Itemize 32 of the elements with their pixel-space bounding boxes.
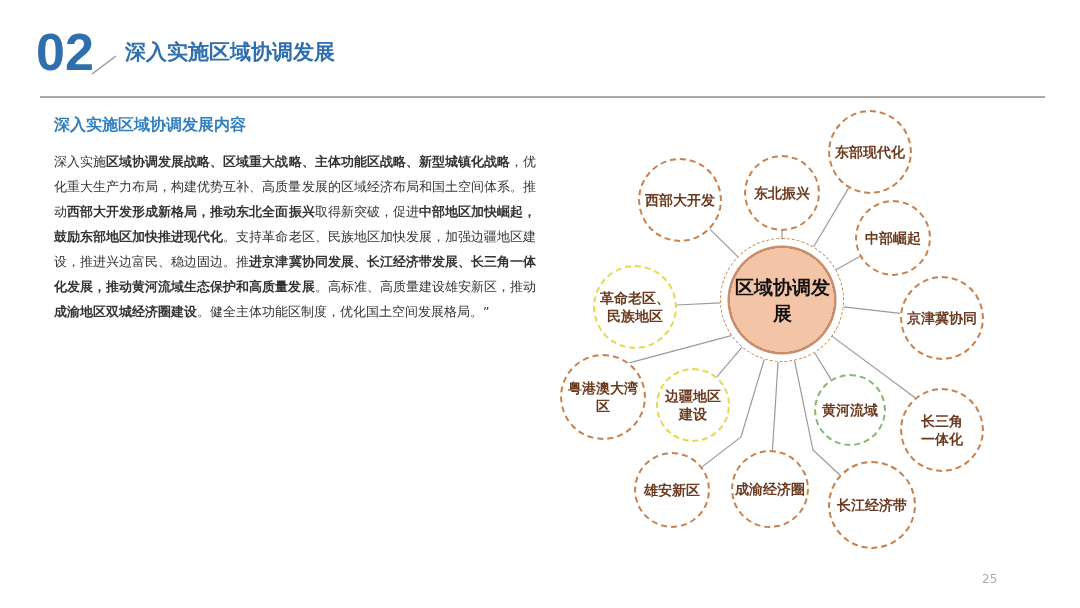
- connector-line: [709, 228, 739, 258]
- topic-label: 西部大开发: [644, 191, 716, 209]
- connector-line: [843, 306, 901, 314]
- topic-label: 成渝经济圈: [734, 480, 806, 498]
- topic-label: 中部崛起: [864, 229, 922, 247]
- topic-label: 长三角一体化: [920, 412, 964, 448]
- connector-line: [781, 230, 783, 239]
- subheading: 深入实施区域协调发展内容: [54, 114, 246, 136]
- connector-line: [716, 346, 743, 378]
- connector-line: [835, 255, 861, 271]
- body-paragraph: 深入实施区域协调发展战略、区域重大战略、主体功能区战略、新型城镇化战略，优化重大生产力布局，构建优势互补、高质量发展的区域经济布局和国土空间体系。推动西部大开发形成新格局，推动东北全面振兴取得新突破，促进中部地区加快崛起，鼓励东部地区加快推进现代化。支持革命老区、民族地区加快发展，加强边疆地区建设，推进兴边富民、稳边固边。推进京津冀协同发展、长江经济带发展、长三角一体化发展，推动黄河流域生态保护和高质量发展。高标准、高质量建设雄安新区，推动成渝地区双城经济圈建设。健全主体功能区制度，优化国土空间发展格局。”: [54, 153, 536, 321]
- connector-line: [814, 352, 832, 380]
- connector-line: [793, 360, 841, 476]
- connector-line: [831, 335, 916, 399]
- topic-label: 革命老区、民族地区: [599, 289, 671, 325]
- section-number: 02: [36, 22, 94, 82]
- topic-label: 雄安新区: [643, 481, 701, 499]
- page-title: 深入实施区域协调发展: [125, 39, 335, 66]
- page-number: 25: [982, 572, 998, 586]
- topic-label: 粤港澳大湾区: [567, 379, 639, 415]
- center-label: 区域协调发展: [734, 275, 830, 326]
- topic-label: 黄河流域: [821, 401, 879, 419]
- topic-label: 东部现代化: [834, 143, 906, 161]
- topic-label: 东北振兴: [753, 184, 811, 202]
- connector-line: [628, 334, 732, 364]
- connector-line: [771, 361, 779, 451]
- connector-line: [676, 302, 721, 306]
- connector-line: [813, 187, 850, 248]
- connector-line: [701, 358, 765, 468]
- topic-label: 京津冀协同: [906, 309, 978, 327]
- topic-label: 长江经济带: [836, 496, 908, 514]
- topic-label: 边疆地区建设: [665, 387, 721, 423]
